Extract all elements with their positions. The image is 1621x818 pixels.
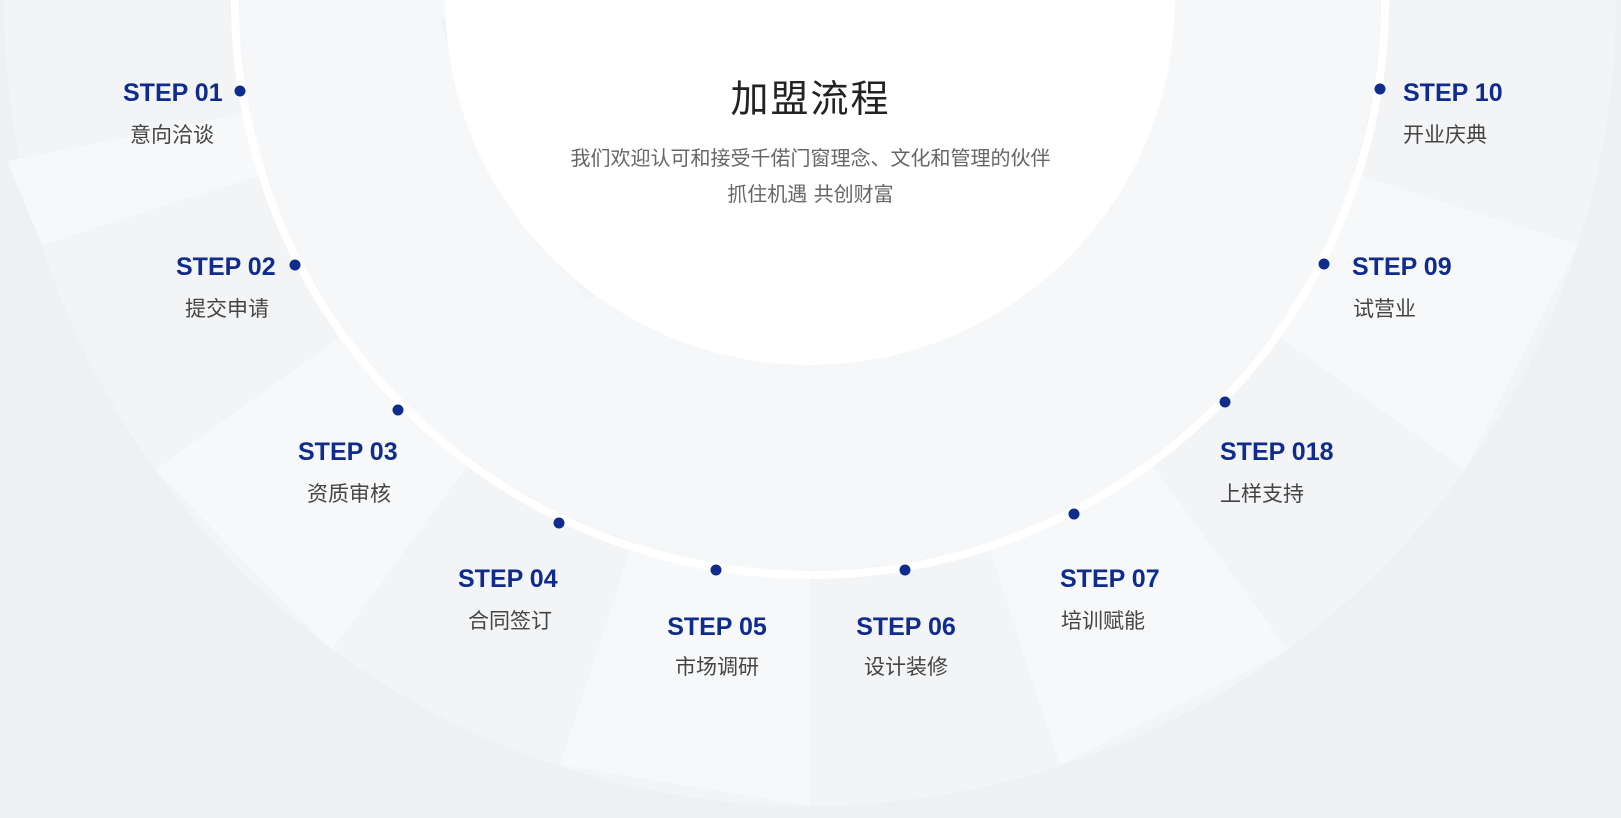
step-number: STEP 10 [1403,79,1503,107]
step-dot-01 [234,85,246,97]
page-subtitle-line-1: 我们欢迎认可和接受千偌门窗理念、文化和管理的伙伴 [570,146,1051,170]
step-number: STEP 03 [298,438,398,466]
step-07: STEP 07 培训赋能 [1060,564,1300,634]
step-04: STEP 04 合同签订 [458,564,698,634]
step-label: 上样支持 [1220,482,1304,506]
page-subtitle-line-2: 抓住机遇 共创财富 [727,182,894,206]
step-dot-07 [1068,508,1080,520]
step-02: STEP 02 提交申请 [176,252,416,322]
step-label: 资质审核 [307,482,391,506]
step-number: STEP 018 [1220,438,1334,466]
step-05: STEP 05 市场调研 [597,612,837,680]
step-09: STEP 09 试营业 [1352,252,1592,322]
page-title: 加盟流程 [730,77,891,121]
step-number: STEP 01 [123,79,223,107]
step-label: 合同签订 [468,609,552,633]
step-dot-04 [553,517,565,529]
step-08: STEP 018 上样支持 [1220,437,1460,507]
step-label: 意向洽谈 [130,123,214,147]
step-label: 开业庆典 [1403,123,1487,147]
step-dot-10 [1374,83,1386,95]
step-label: 试营业 [1353,297,1416,321]
step-10: STEP 10 开业庆典 [1403,78,1621,148]
step-label: 设计装修 [864,655,948,679]
step-number: STEP 04 [458,565,558,593]
step-number: STEP 06 [856,613,956,641]
step-label: 市场调研 [675,655,759,679]
step-03: STEP 03 资质审核 [298,437,538,507]
step-dot-02 [289,259,301,271]
step-dot-09 [1318,258,1330,270]
step-dot-05 [710,564,722,576]
step-dot-08 [1219,396,1231,408]
step-dot-06 [899,564,911,576]
step-dots [234,83,1386,576]
step-01: STEP 01 意向洽谈 [123,78,363,148]
step-06: STEP 06 设计装修 [786,612,1026,680]
step-dot-03 [392,404,404,416]
step-label: 培训赋能 [1061,609,1145,633]
step-number: STEP 07 [1060,565,1160,593]
step-number: STEP 02 [176,253,276,281]
arc-track [231,0,1389,579]
step-label: 提交申请 [185,297,269,321]
step-number: STEP 09 [1352,253,1452,281]
step-number: STEP 05 [667,613,767,641]
center-circle [445,0,1175,365]
